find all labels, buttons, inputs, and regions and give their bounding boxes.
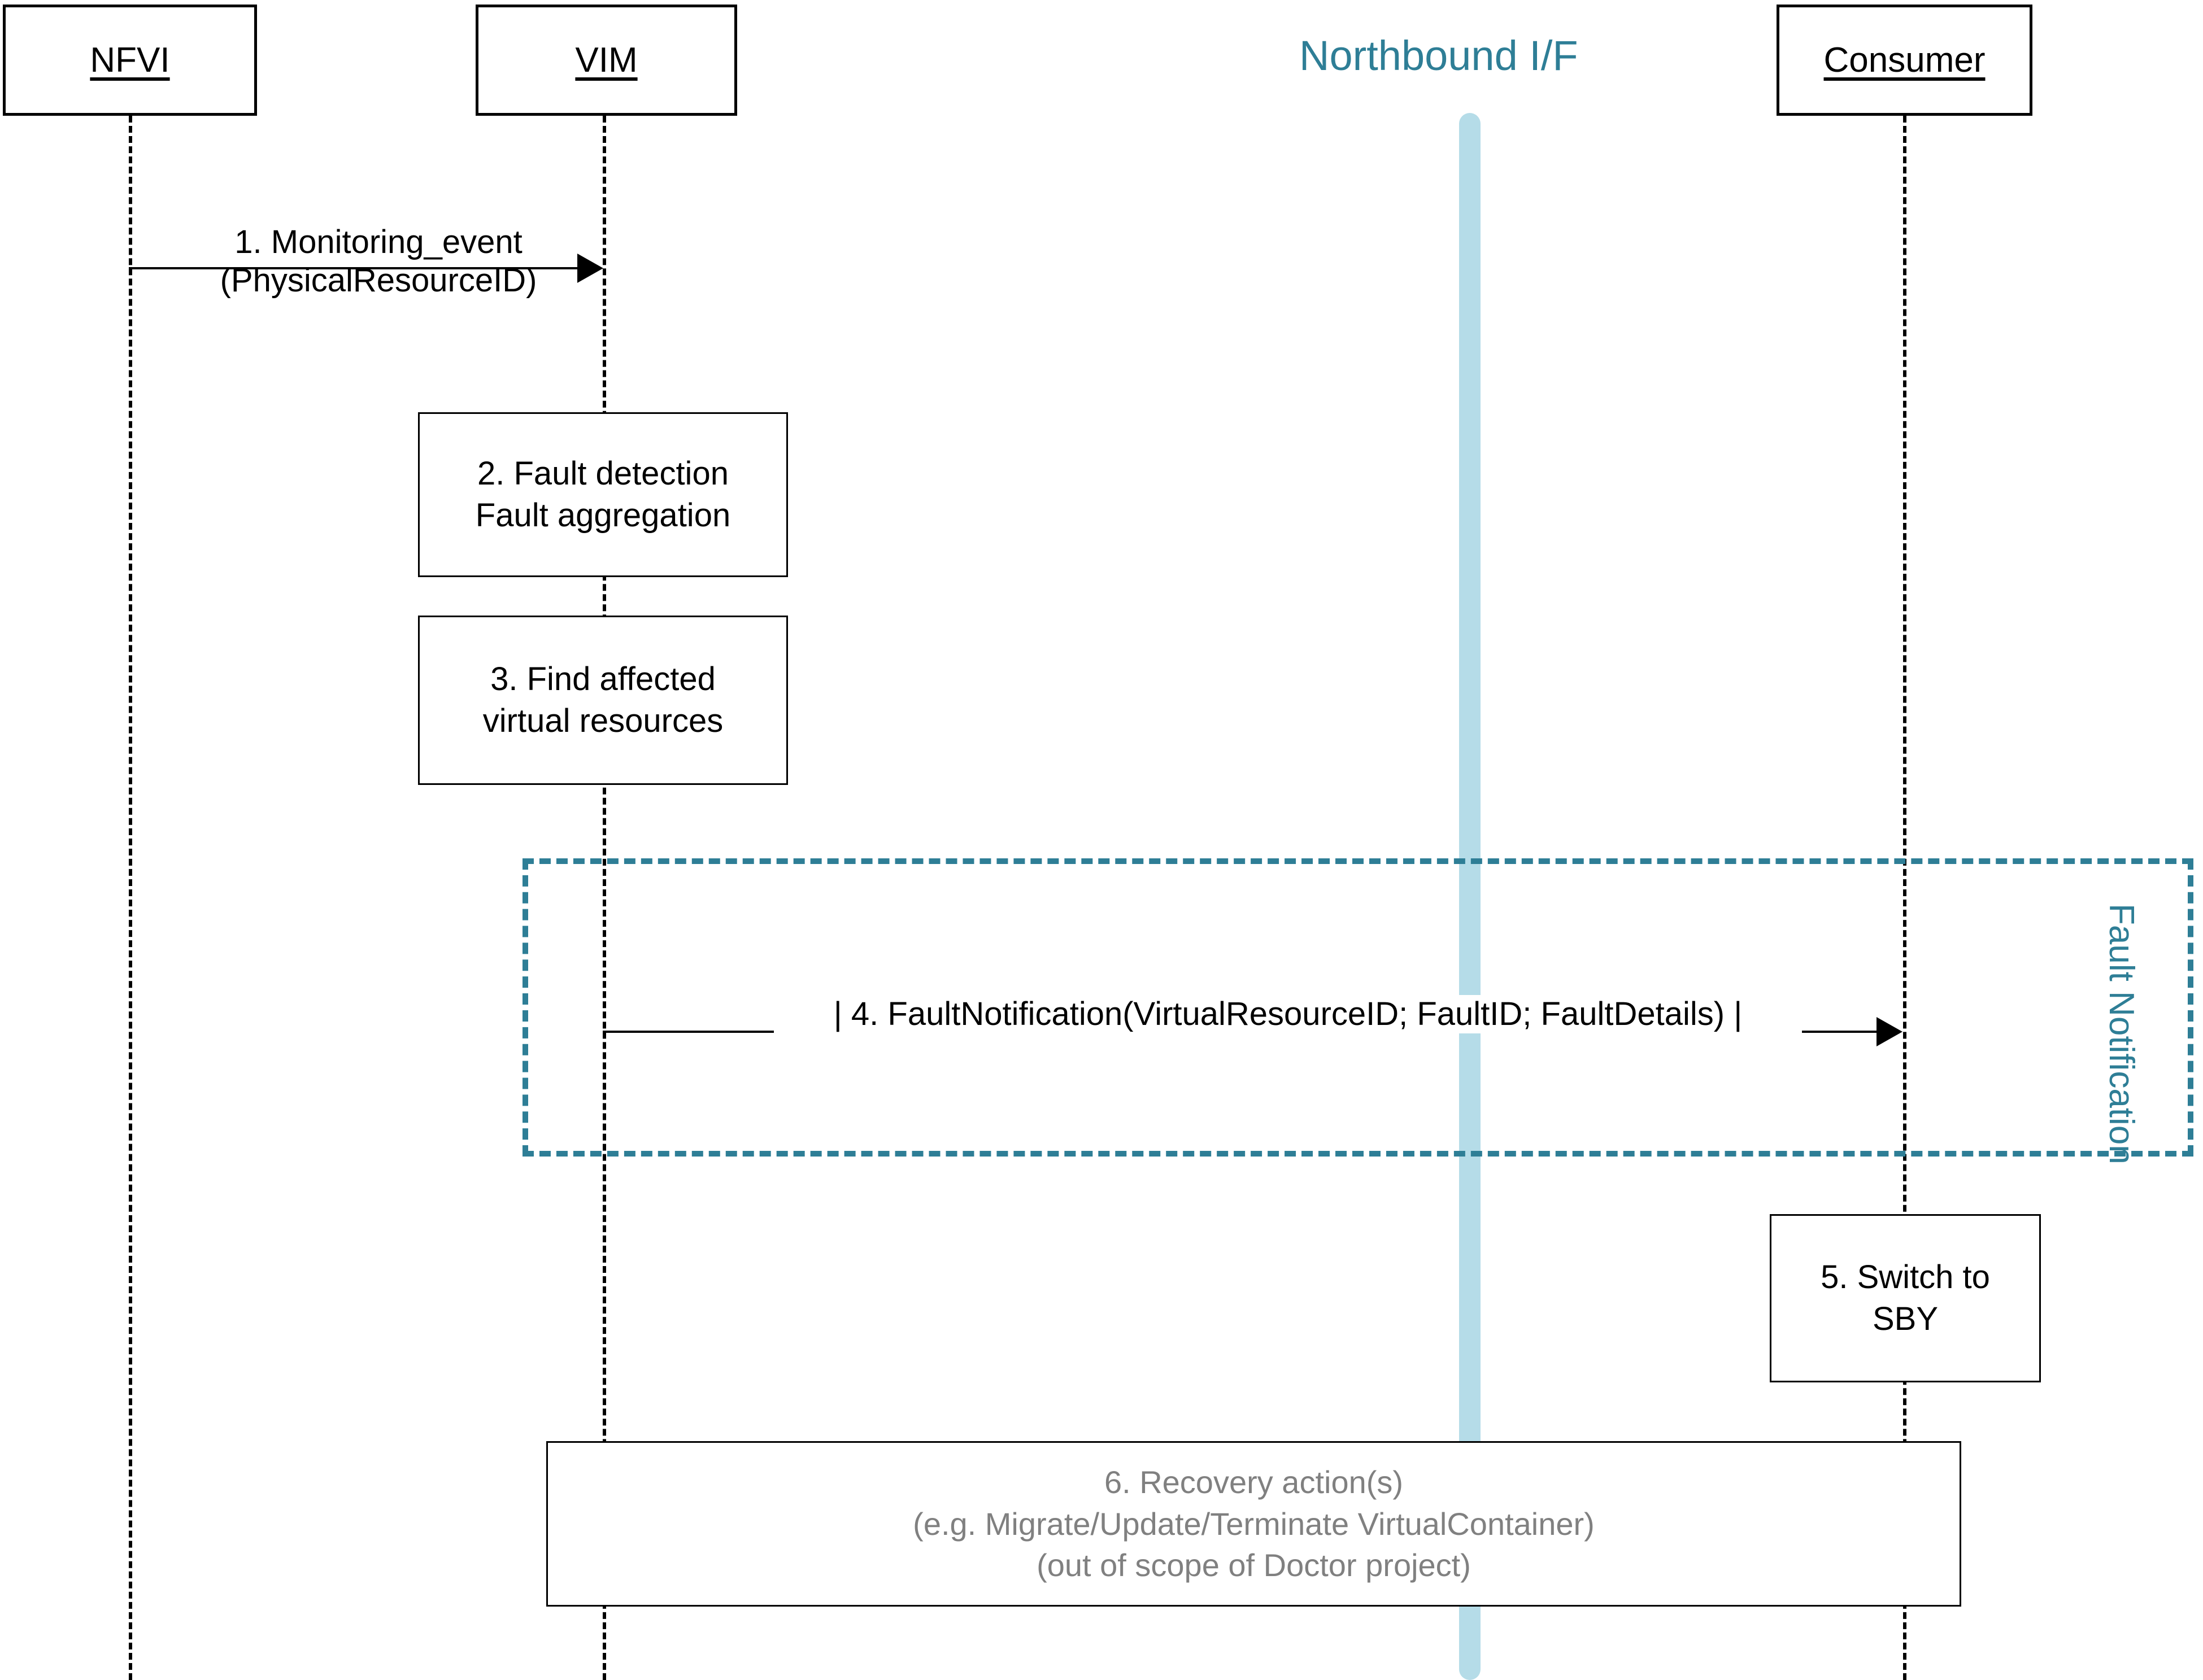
action-box-step-3[interactable]: 3. Find affected virtual resources [418, 616, 788, 785]
message-1-line [129, 267, 581, 269]
action-box-step-3-line-1: 3. Find affected [490, 660, 716, 697]
lifeline-vim [603, 116, 606, 1680]
message-1-label-line-2: (PhysicalResourceID) [220, 262, 537, 299]
action-box-step-5[interactable]: 5. Switch to SBY [1770, 1214, 2041, 1382]
fault-notification-fragment-label: Fault Notification [2050, 904, 2141, 1164]
participant-nfvi[interactable]: NFVI [3, 5, 257, 116]
participant-vim-label: VIM [575, 40, 638, 80]
participant-consumer-label: Consumer [1823, 40, 1986, 80]
message-4-label-line-1: | 4. FaultNotification(VirtualResourceID… [833, 996, 1743, 1032]
lifeline-consumer [1903, 116, 1906, 1680]
action-box-step-6-line-3: (out of scope of Doctor project) [1037, 1547, 1471, 1583]
action-box-step-2-line-1: 2. Fault detection [477, 455, 729, 492]
participant-consumer[interactable]: Consumer [1777, 5, 2032, 116]
message-1-label: 1. Monitoring_event (PhysicalResourceID) [186, 223, 571, 300]
action-box-step-6[interactable]: 6. Recovery action(s) (e.g. Migrate/Upda… [546, 1441, 1961, 1607]
action-box-step-2[interactable]: 2. Fault detection Fault aggregation [418, 412, 788, 577]
action-box-step-5-line-1: 5. Switch to [1821, 1258, 1990, 1295]
northbound-interface-bar [1459, 113, 1481, 1680]
fault-notification-fragment [523, 858, 2193, 1157]
message-1-label-line-1: 1. Monitoring_event [234, 224, 523, 260]
lifeline-nfvi [129, 116, 132, 1680]
action-box-step-3-line-2: virtual resources [482, 702, 724, 739]
action-box-step-6-line-2: (e.g. Migrate/Update/Terminate VirtualCo… [913, 1506, 1595, 1542]
message-1-arrowhead [577, 254, 603, 283]
action-box-step-6-line-1: 6. Recovery action(s) [1104, 1464, 1404, 1500]
northbound-interface-title: Northbound I/F [1299, 32, 1578, 79]
message-4-arrowhead [1877, 1017, 1902, 1046]
participant-nfvi-label: NFVI [90, 40, 170, 80]
action-box-step-2-line-2: Fault aggregation [475, 497, 731, 534]
action-box-step-5-line-2: SBY [1872, 1301, 1939, 1337]
message-4-label: | 4. FaultNotification(VirtualResourceID… [774, 995, 1802, 1034]
fault-notification-fragment-label-text: Fault Notification [2102, 904, 2141, 1164]
participant-vim[interactable]: VIM [476, 5, 737, 116]
